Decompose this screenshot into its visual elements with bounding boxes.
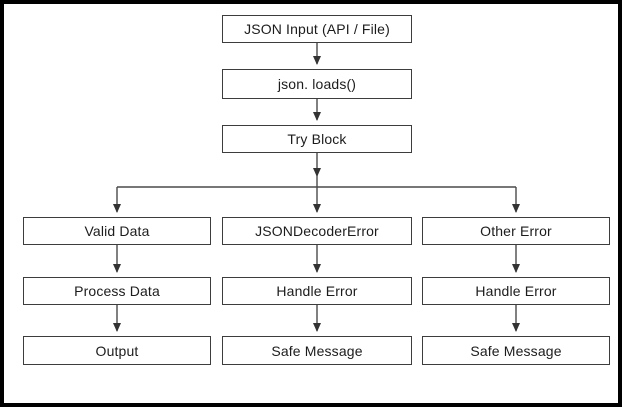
- node-output: Output: [23, 336, 211, 365]
- node-try-block: Try Block: [222, 125, 412, 153]
- node-handle-error-1: Handle Error: [222, 277, 412, 305]
- node-safe-message-1: Safe Message: [222, 336, 412, 365]
- node-process-data: Process Data: [23, 277, 211, 305]
- node-json-loads: json. loads(): [222, 69, 412, 99]
- node-safe-message-2: Safe Message: [422, 336, 610, 365]
- node-handle-error-2: Handle Error: [422, 277, 610, 305]
- node-other-error: Other Error: [422, 217, 610, 245]
- node-json-input: JSON Input (API / File): [222, 15, 412, 43]
- node-jsondecodererror: JSONDecoderError: [222, 217, 412, 245]
- node-valid-data: Valid Data: [23, 217, 211, 245]
